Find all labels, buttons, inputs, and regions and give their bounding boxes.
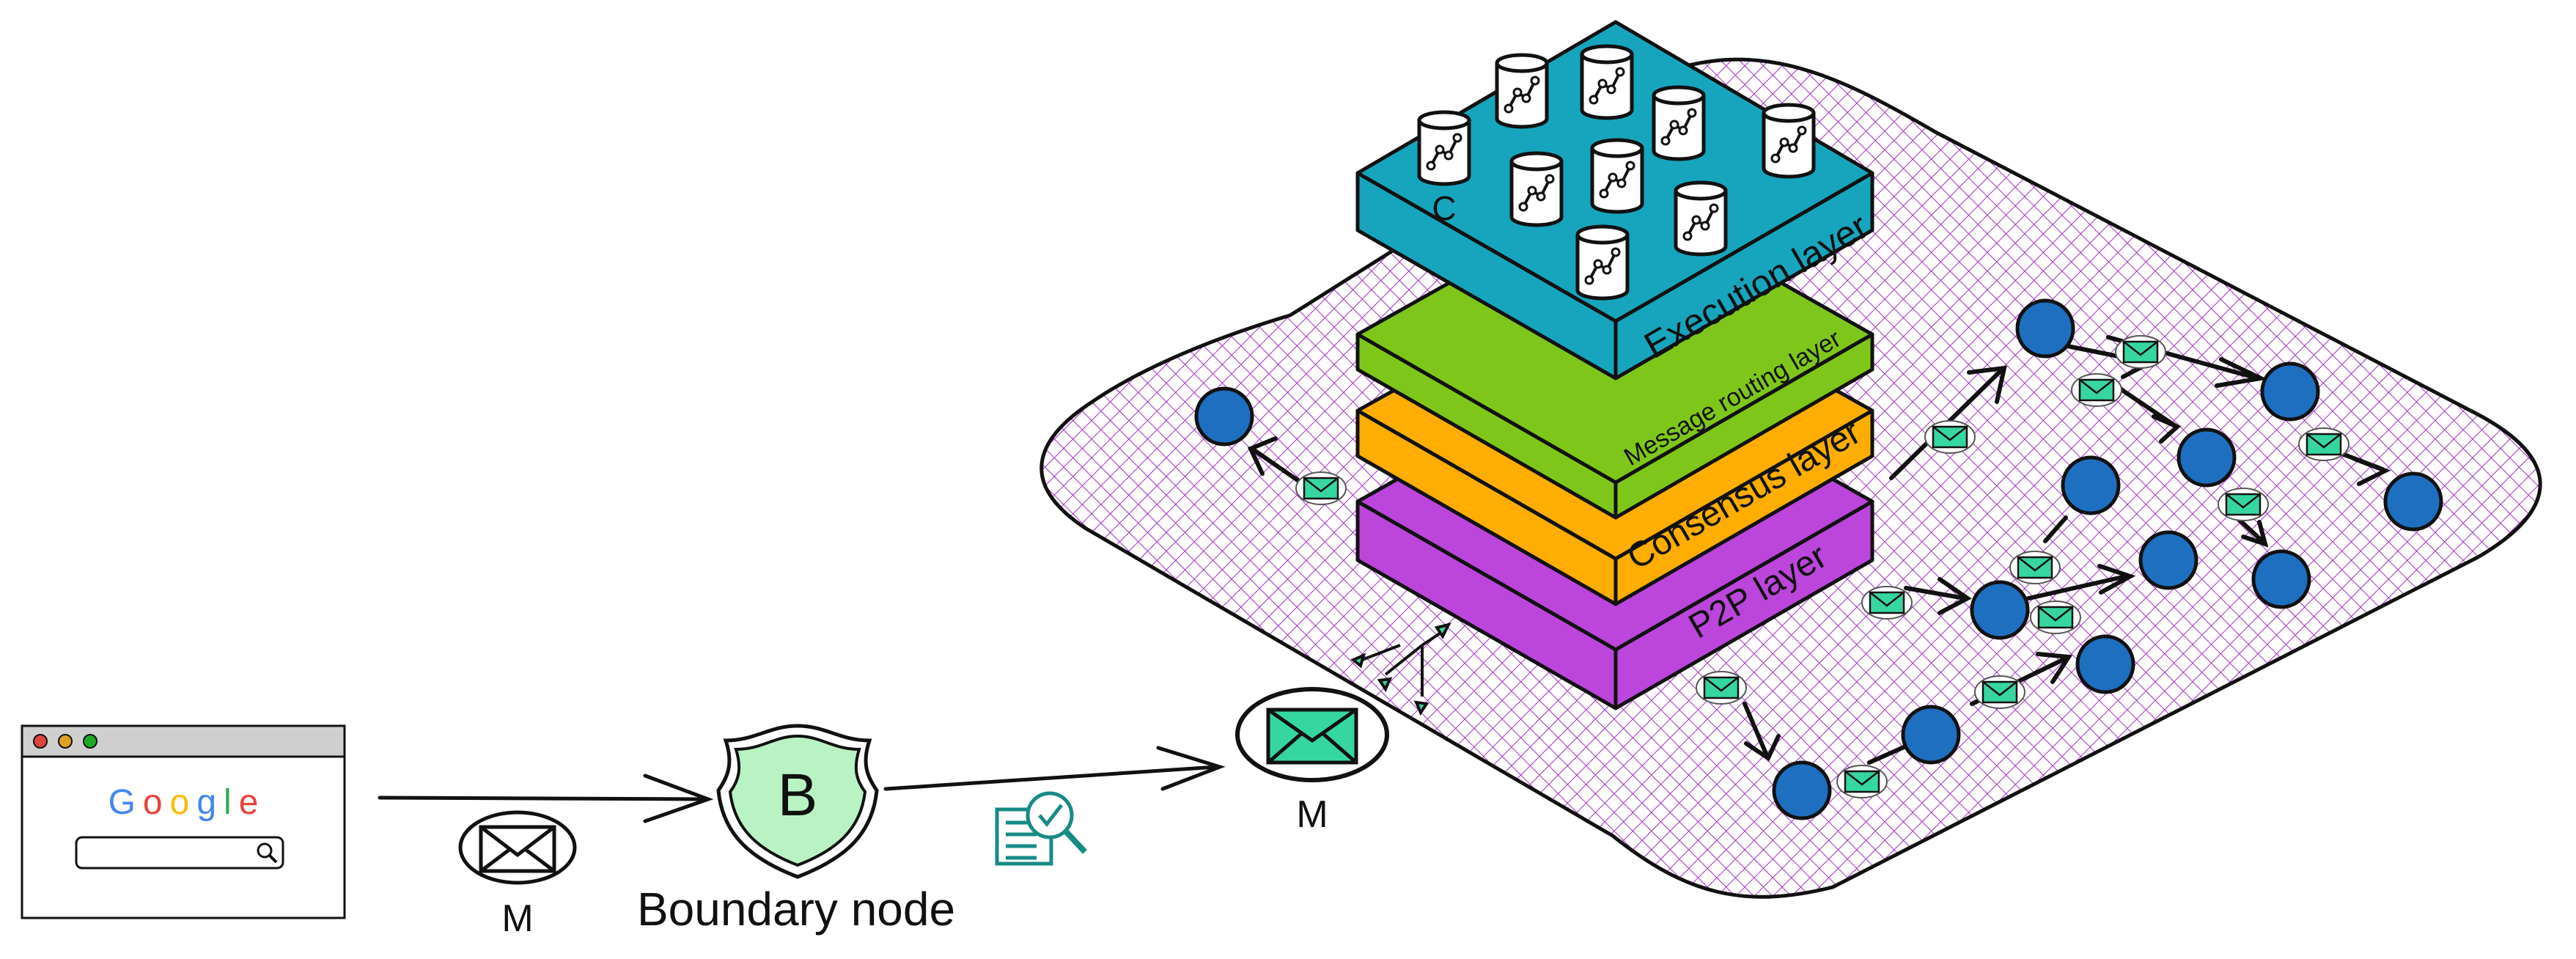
network-node (1970, 580, 2030, 640)
logo-letter-4: g (196, 783, 224, 822)
message-envelope-small (1295, 471, 1347, 506)
magnifier-icon (257, 842, 278, 864)
minimize-window-dot (58, 734, 73, 749)
browser-window: Google (21, 724, 346, 919)
logo-letter-3: o (170, 783, 197, 822)
message-envelope-small (1836, 764, 1888, 799)
node-network (1194, 298, 2443, 820)
message-envelope-1 (458, 810, 577, 885)
network-node (1772, 760, 1832, 820)
canister-icon (1654, 87, 1704, 159)
logo-letter-2: o (143, 783, 170, 822)
canister-icon (1578, 227, 1627, 298)
network-node (2138, 530, 2198, 590)
boundary-node-badge (716, 724, 879, 879)
canister-icon (1764, 105, 1814, 177)
google-logo: Google (108, 783, 259, 822)
message-envelope-small (2217, 487, 2270, 522)
message-envelope-small (1973, 675, 2026, 710)
network-node (2251, 549, 2311, 609)
close-window-dot (33, 734, 48, 749)
canister-icon (1497, 55, 1547, 127)
network-node (2260, 361, 2320, 422)
message-envelope-2 (1235, 687, 1389, 782)
canister-icon (1582, 46, 1632, 118)
message-label-2: M (1296, 793, 1328, 836)
canister-label: C (1432, 189, 1456, 227)
network-node (2061, 455, 2121, 515)
network-node (1901, 705, 1961, 765)
network-node (2176, 427, 2237, 488)
message-envelope-small (2070, 372, 2123, 408)
canister-icon (1512, 153, 1561, 225)
logo-letter-1: G (108, 783, 143, 822)
network-node (1194, 386, 1254, 447)
message-envelope-small (2029, 600, 2082, 635)
forward-arrow (883, 746, 1226, 791)
network-node (2383, 471, 2443, 532)
message-envelope-small (2009, 550, 2061, 585)
message-envelope-small (1861, 585, 1913, 620)
canister-icon (1592, 140, 1642, 212)
boundary-node-caption: Boundary node (637, 883, 955, 936)
message-envelope-small (2114, 334, 2167, 370)
routing-symbol (1350, 622, 1451, 716)
logo-letter-6: e (239, 783, 259, 822)
message-envelope-small (1695, 670, 1748, 705)
search-box (75, 836, 284, 870)
boundary-node-letter: B (778, 762, 818, 828)
request-arrow (378, 774, 714, 823)
layer-stack (1355, 20, 1874, 710)
message-envelope-small (1924, 419, 1976, 455)
canister-icon (1419, 112, 1469, 184)
message-envelope-small (2297, 427, 2350, 462)
logo-letter-5: l (224, 783, 239, 822)
canister-icon (1676, 183, 1726, 254)
maximize-window-dot (83, 734, 97, 749)
network-node (2075, 634, 2135, 694)
network-node (2015, 298, 2075, 359)
document-search-icon (995, 791, 1087, 866)
message-label-1: M (501, 897, 533, 940)
